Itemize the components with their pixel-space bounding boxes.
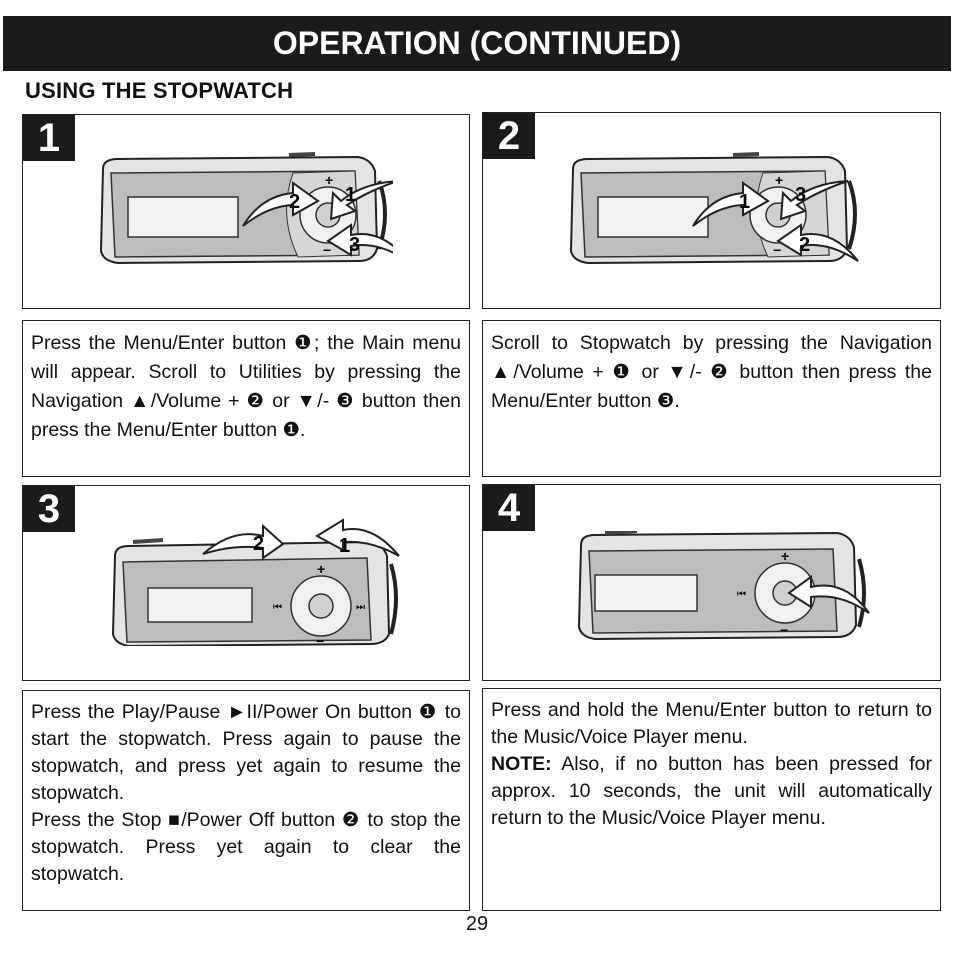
badge-3-icon: ❸ — [656, 390, 675, 412]
step-2-panel: 2 1 3 2 + − — [482, 112, 941, 309]
page-title: OPERATION (CONTINUED) — [272, 25, 682, 61]
step-3-badge: 3 — [23, 486, 75, 532]
callout-1: 1 — [739, 191, 750, 213]
step-2-paragraph: Scroll to Stopwatch by pressing the Navi… — [491, 332, 932, 412]
minus-mark: − — [316, 633, 324, 646]
badge-2-icon: ❷ — [341, 809, 361, 831]
device-illustration-2: 1 3 2 + − — [569, 152, 859, 265]
note-label: NOTE: — [491, 753, 552, 775]
up-arrow-icon: ▲ — [130, 390, 151, 412]
badge-1-icon: ❶ — [294, 332, 315, 354]
step-3-paragraph-start: Press the Play/Pause ►II/Power On button… — [31, 701, 462, 804]
step-1-panel: 1 2 1 3 + − — [22, 114, 470, 309]
next-icon: ⏭ — [356, 602, 365, 613]
prev-icon: ⏮ — [737, 589, 746, 600]
badge-1-icon: ❶ — [612, 361, 633, 383]
page-header: OPERATION (CONTINUED) — [3, 16, 951, 71]
step-1-text: Press the Menu/Enter button ❶; the Main … — [22, 320, 470, 477]
up-arrow-icon: ▲ — [491, 361, 514, 383]
plus-mark: + — [775, 172, 783, 188]
callout-3: 3 — [349, 234, 360, 256]
stop-icon: ■ — [168, 809, 182, 831]
prev-icon: ⏮ — [273, 602, 282, 613]
plus-mark: + — [317, 561, 325, 577]
plus-mark: + — [325, 172, 333, 188]
step-2-badge: 2 — [483, 113, 535, 159]
callout-1: 1 — [339, 535, 350, 557]
minus-mark: − — [780, 622, 788, 638]
step-3-paragraph-stop: Press the Stop ■/Power Off button ❷ to s… — [31, 809, 462, 885]
callout-2: 2 — [289, 191, 300, 213]
device-illustration-4: + − ⏮ — [577, 531, 870, 641]
callout-1: 1 — [345, 184, 356, 206]
step-1-badge: 1 — [23, 115, 75, 161]
step-4-note: NOTE: Also, if no button has been presse… — [491, 753, 932, 829]
callout-3: 3 — [795, 184, 806, 206]
page-number: 29 — [465, 913, 489, 935]
badge-2-icon: ❷ — [246, 390, 266, 412]
callout-2: 2 — [253, 533, 264, 555]
badge-1-icon: ❶ — [418, 701, 438, 723]
badge-1-icon: ❶ — [282, 419, 300, 441]
device-illustration-3: 2 1 + − ⏮ ⏭ — [111, 518, 400, 646]
section-title: USING THE STOPWATCH — [25, 78, 294, 103]
minus-mark: − — [773, 242, 781, 258]
play-pause-icon: ►II — [227, 701, 258, 723]
badge-3-icon: ❸ — [336, 390, 356, 412]
down-arrow-icon: ▼ — [296, 390, 318, 412]
step-4-panel: 4 + − ⏮ — [482, 484, 941, 681]
step-2-text: Scroll to Stopwatch by pressing the Navi… — [482, 320, 941, 477]
step-1-paragraph: Press the Menu/Enter button ❶; the Main … — [31, 332, 462, 441]
step-4-text: Press and hold the Menu/Enter button to … — [482, 688, 941, 911]
step-4-paragraph: Press and hold the Menu/Enter button to … — [491, 699, 932, 748]
minus-mark: − — [323, 242, 331, 258]
down-arrow-icon: ▼ — [667, 361, 690, 383]
step-3-panel: 3 2 1 + − ⏮ ⏭ — [22, 485, 470, 681]
plus-mark: + — [781, 548, 789, 564]
device-illustration-1: 2 1 3 + − — [99, 152, 393, 265]
badge-2-icon: ❷ — [710, 361, 731, 383]
step-4-badge: 4 — [483, 485, 535, 531]
step-3-text: Press the Play/Pause ►II/Power On button… — [22, 690, 470, 911]
callout-2: 2 — [799, 234, 810, 256]
